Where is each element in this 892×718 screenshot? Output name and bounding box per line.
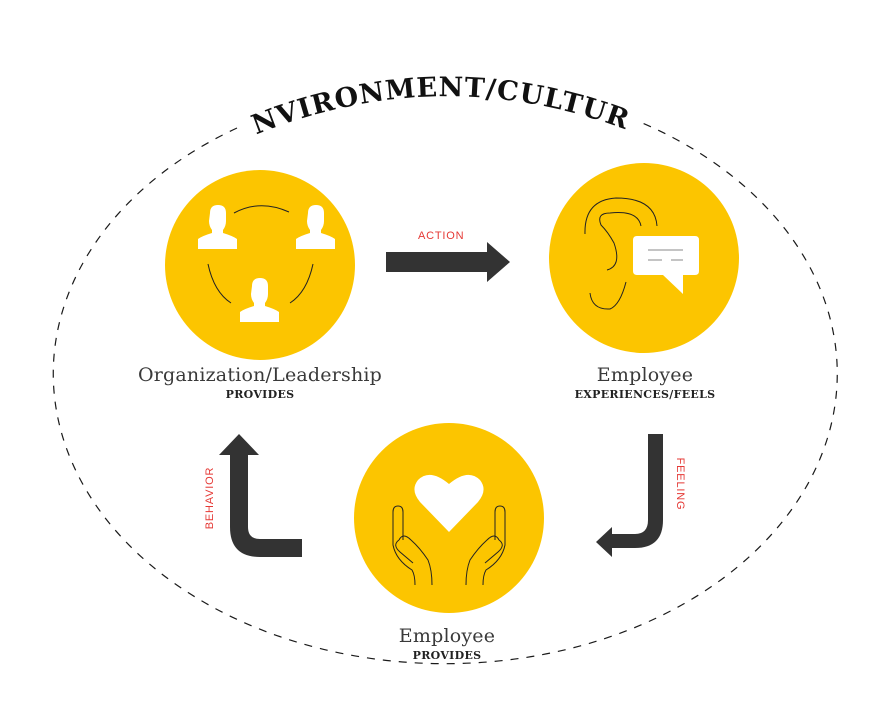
arrow-down-left-icon (596, 434, 663, 557)
arrow-label-action: ACTION (418, 230, 465, 242)
node-emp (354, 423, 544, 613)
node-title: Employee (596, 364, 694, 386)
ear-speech-icon (584, 197, 699, 310)
node-circle (165, 170, 355, 360)
people-network-icon (198, 205, 335, 322)
node-subtitle: PROVIDES (225, 388, 295, 401)
node-exp (549, 163, 739, 353)
diagram-title: ENVIRONMENT/CULTURE (0, 0, 634, 141)
node-label-org: Organization/Leadership PROVIDES (130, 364, 390, 401)
arrow-label-behavior: BEHAVIOR (204, 466, 216, 530)
node-subtitle: PROVIDES (412, 649, 482, 662)
node-title: Organization/Leadership (137, 364, 383, 386)
arrow-label-feeling: FEELING (674, 457, 686, 511)
node-label-emp: Employee PROVIDES (347, 625, 547, 662)
node-label-exp: Employee EXPERIENCES/FEELS (545, 364, 745, 401)
node-org (165, 170, 355, 360)
node-title: Employee (398, 625, 496, 647)
heart-hands-icon (392, 474, 506, 586)
environment-boundary (52, 121, 838, 665)
arrow-right-up-icon (219, 434, 302, 557)
node-subtitle: EXPERIENCES/FEELS (574, 388, 716, 401)
arrow-right-icon (386, 242, 510, 282)
